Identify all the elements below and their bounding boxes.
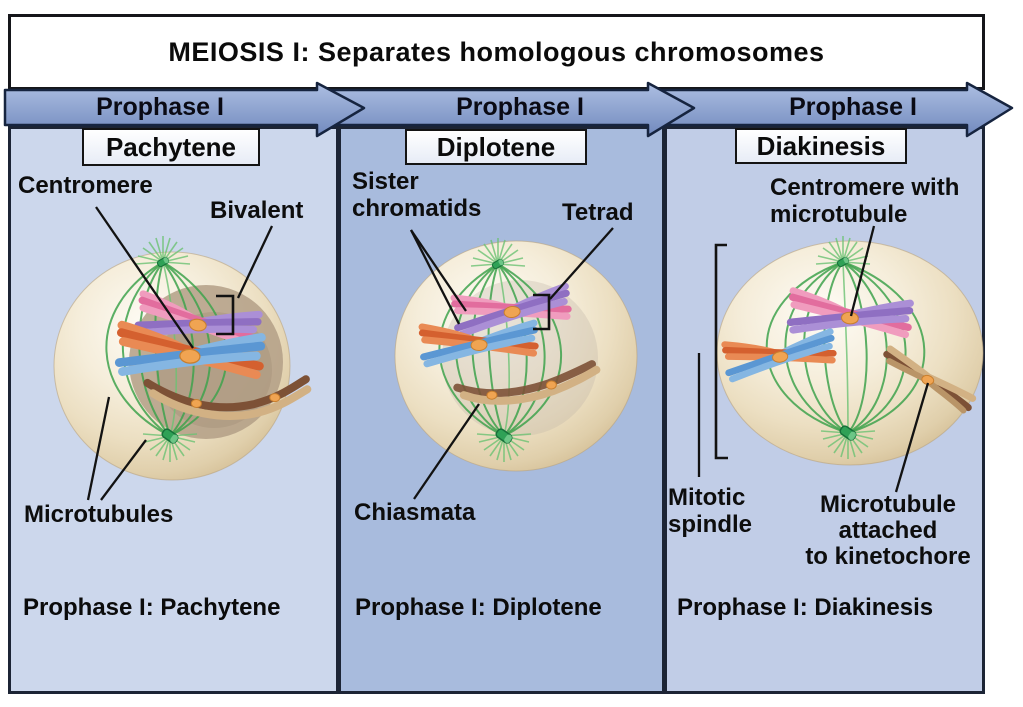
- label-chiasmata: Chiasmata: [354, 499, 476, 526]
- caption-pachytene: Prophase I: Pachytene: [23, 594, 281, 621]
- label-microtubules: Microtubules: [24, 501, 174, 528]
- caption-diakinesis: Prophase I: Diakinesis: [677, 594, 934, 621]
- stage-box-pachytene: Pachytene: [82, 128, 260, 166]
- page-title: MEIOSIS I: Separates homologous chromoso…: [168, 36, 825, 67]
- label-bivalent: Bivalent: [210, 197, 304, 224]
- arrow-label-1: Prophase I: [96, 93, 224, 121]
- label-microtubule-kinetochore: Microtubule attached to kinetochore: [805, 491, 971, 570]
- label-centromere-with-microtubule: Centromere with microtubule: [770, 174, 960, 228]
- label-centromere: Centromere: [18, 172, 153, 199]
- arrow-label-3: Prophase I: [789, 93, 917, 121]
- label-sister-chromatids: Sister chromatids: [352, 168, 482, 222]
- stage-box-diakinesis: Diakinesis: [735, 128, 907, 164]
- caption-diplotene: Prophase I: Diplotene: [355, 594, 602, 621]
- label-tetrad: Tetrad: [562, 199, 634, 226]
- arrow-label-2: Prophase I: [456, 93, 584, 121]
- label-mitotic-spindle: Mitotic spindle: [668, 484, 753, 538]
- title-box: MEIOSIS I: Separates homologous chromoso…: [8, 14, 985, 90]
- stage-box-diplotene: Diplotene: [405, 129, 587, 165]
